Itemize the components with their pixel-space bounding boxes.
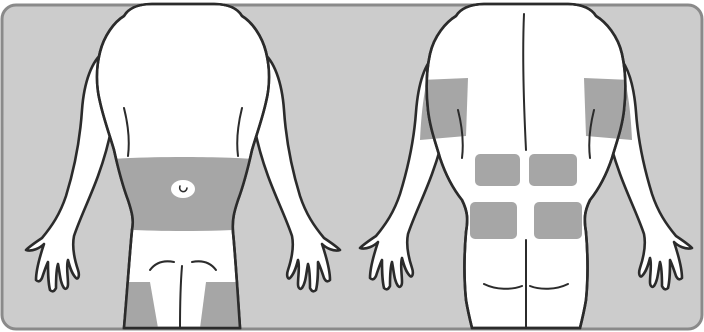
zone-lower-back-left (475, 154, 520, 186)
zone-buttock-left (470, 202, 517, 239)
zone-lower-back-right (529, 154, 577, 186)
navel-area (171, 180, 195, 198)
zone-buttock-right (534, 202, 582, 239)
